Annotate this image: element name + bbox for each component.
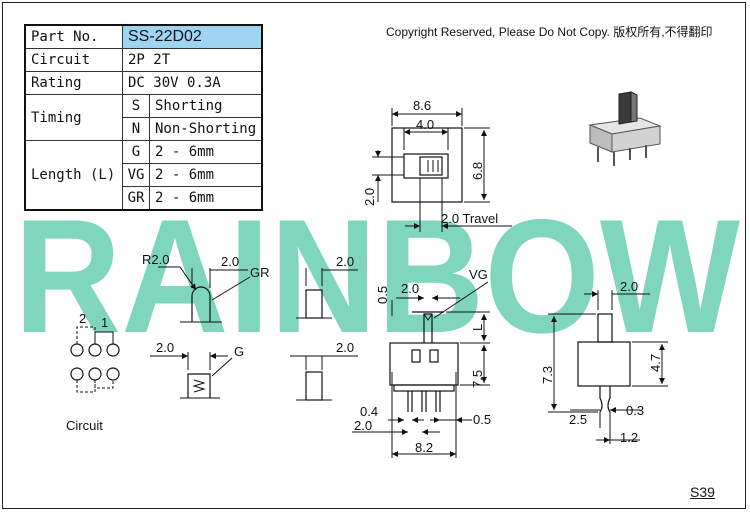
pin-width-side-dim: 1.2 [620,430,638,445]
travel-dim: 2.0 Travel [441,211,498,226]
circuit-pin-1: 1 [101,315,108,330]
top-knob-dim: 2.0 [362,188,377,206]
spec-row-circuit: Circuit 2P 2T [24,48,263,72]
top-slot-dim: 4.0 [416,117,434,132]
spec-row-timing-n: N Non-Shorting [25,117,263,141]
watermark-text: RAINBOW [14,186,740,367]
g-actuator [187,373,211,398]
length-code: G [122,140,150,164]
top-width-dim: 8.6 [413,98,431,113]
front-view-knob [423,313,433,343]
top-view-knob [419,156,443,176]
pitch-dim: 2.0 [354,418,372,433]
side-view-knob [597,313,613,343]
gr-actuator-detail: R2.0 2.0 GR [142,252,270,323]
side-view: 2.0 7.3 4.7 2.5 0.3 1.2 [540,279,668,445]
circuit-pin-2: 2 [79,311,86,326]
flat-actuator-top [305,289,323,319]
pin-span-dim: 2.5 [569,412,587,427]
top-view: 8.6 4.0 6.8 2.0 2.0 Travel [362,98,512,232]
circuit-diagram: 2 1 Circuit [66,311,120,433]
spec-row-length-vg: VG 2 - 6mm [25,163,263,187]
flat-width-dim-2: 2.0 [336,340,354,355]
spec-row-part-no: Part No. SS-22D02 [24,24,263,49]
side-knob-dim: 2.0 [620,279,638,294]
top-height-dim: 6.8 [470,162,485,180]
part-no-value: SS-22D02 [122,24,263,49]
side-total-height-dim: 7.3 [540,366,555,384]
timing-code: S [122,94,150,118]
front-length-dim: L [470,324,485,331]
circuit-value: 2P 2T [122,48,263,72]
page-number: S39 [690,484,715,500]
front-view-body [389,342,459,386]
side-view-body [577,341,631,387]
top-view-body [391,127,463,203]
part-no-label: Part No. [24,24,123,49]
top-view-slot [403,153,449,179]
length-code: VG [122,163,150,187]
g-label: G [234,344,244,359]
front-knob-dim: 2.0 [401,281,419,296]
gr-width-dim: 2.0 [221,254,239,269]
front-knob-offset-dim: 0.5 [375,286,390,304]
front-view: VG 2.0 0.5 L 7.5 0.4 2.0 0.5 8.2 [352,267,491,458]
vg-label: VG [469,267,488,282]
length-value: 2 - 6mm [149,186,263,211]
g-width-dim: 2.0 [156,340,174,355]
spec-row-length-gr: GR 2 - 6mm [25,186,263,211]
flat-width-dim: 2.0 [336,254,354,269]
product-illustration [588,91,662,166]
rating-label: Rating [24,71,123,95]
pin-offset-dim: 0.5 [473,412,491,427]
gr-label: GR [250,265,270,280]
side-body-height-dim: 4.7 [648,354,663,372]
spec-row-length-g: Length (L) G 2 - 6mm [24,140,263,211]
flat-actuator-detail: 2.0 2.0 [290,254,358,401]
gr-radius-dim: R2.0 [142,252,169,267]
length-label: Length (L) [24,140,123,211]
length-value: 2 - 6mm [149,163,263,187]
length-value: 2 - 6mm [149,140,263,164]
g-actuator-detail: 2.0 G [150,340,244,399]
pin-thickness-dim: 0.3 [626,403,644,418]
length-code: GR [122,186,150,211]
flat-actuator-bottom [305,371,323,401]
pin-width-dim: 0.4 [360,404,378,419]
timing-value: Shorting [149,94,263,118]
overall-width-dim: 8.2 [415,440,433,455]
circuit-caption: Circuit [66,418,103,433]
gr-actuator [191,286,211,322]
copyright-notice: Copyright Reserved, Please Do Not Copy. … [386,25,713,39]
spec-table: Part No. SS-22D02 Circuit 2P 2T Rating D… [24,24,264,211]
front-body-height-dim: 7.5 [470,370,485,388]
timing-value: Non-Shorting [149,117,263,141]
